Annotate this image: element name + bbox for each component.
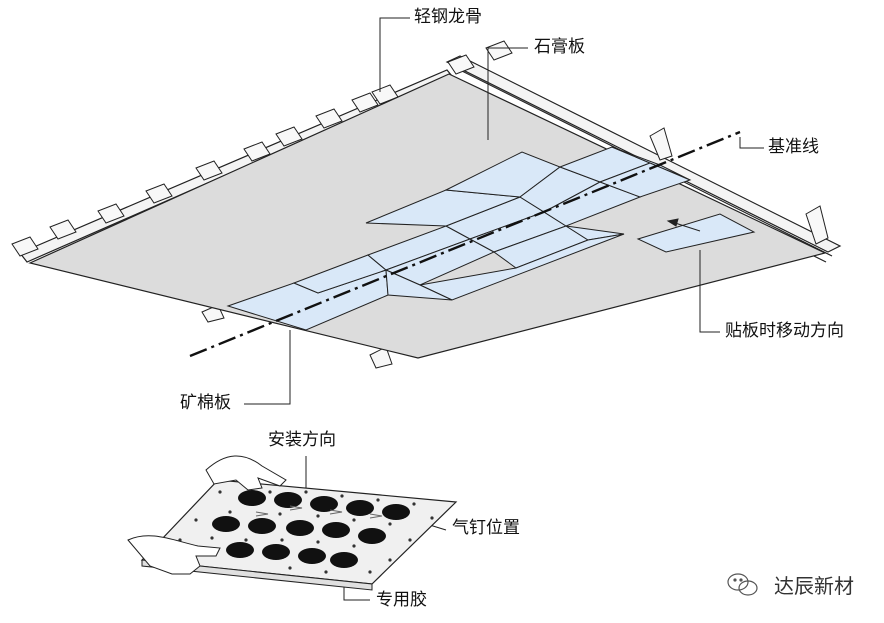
wechat-icon [727,573,758,596]
install-direction-arrows [255,505,383,519]
datum-line [189,130,741,358]
special-glue-dots [212,490,410,568]
hand-illustrations [127,455,287,575]
watermark-text: 达辰新材 [774,574,854,598]
label-install-direction: 安装方向 [268,430,336,450]
small-panel-edge [141,559,373,591]
label-gypsum-board: 石膏板 [534,37,585,57]
label-special-glue: 专用胶 [376,590,427,610]
label-air-nail-position: 气钉位置 [452,518,520,538]
mineral-wool-tiles [226,146,692,331]
label-mineral-wool-board: 矿棉板 [180,393,231,413]
moving-tile [636,213,756,253]
label-light-steel-keel: 轻钢龙骨 [414,7,482,27]
watermark: 达辰新材 [738,570,854,599]
air-nail-dots [162,490,434,574]
keel-joists [11,40,829,369]
label-datum-line: 基准线 [768,137,819,157]
move-arrow-icon [666,218,701,232]
label-moving-direction: 贴板时移动方向 [725,321,844,341]
